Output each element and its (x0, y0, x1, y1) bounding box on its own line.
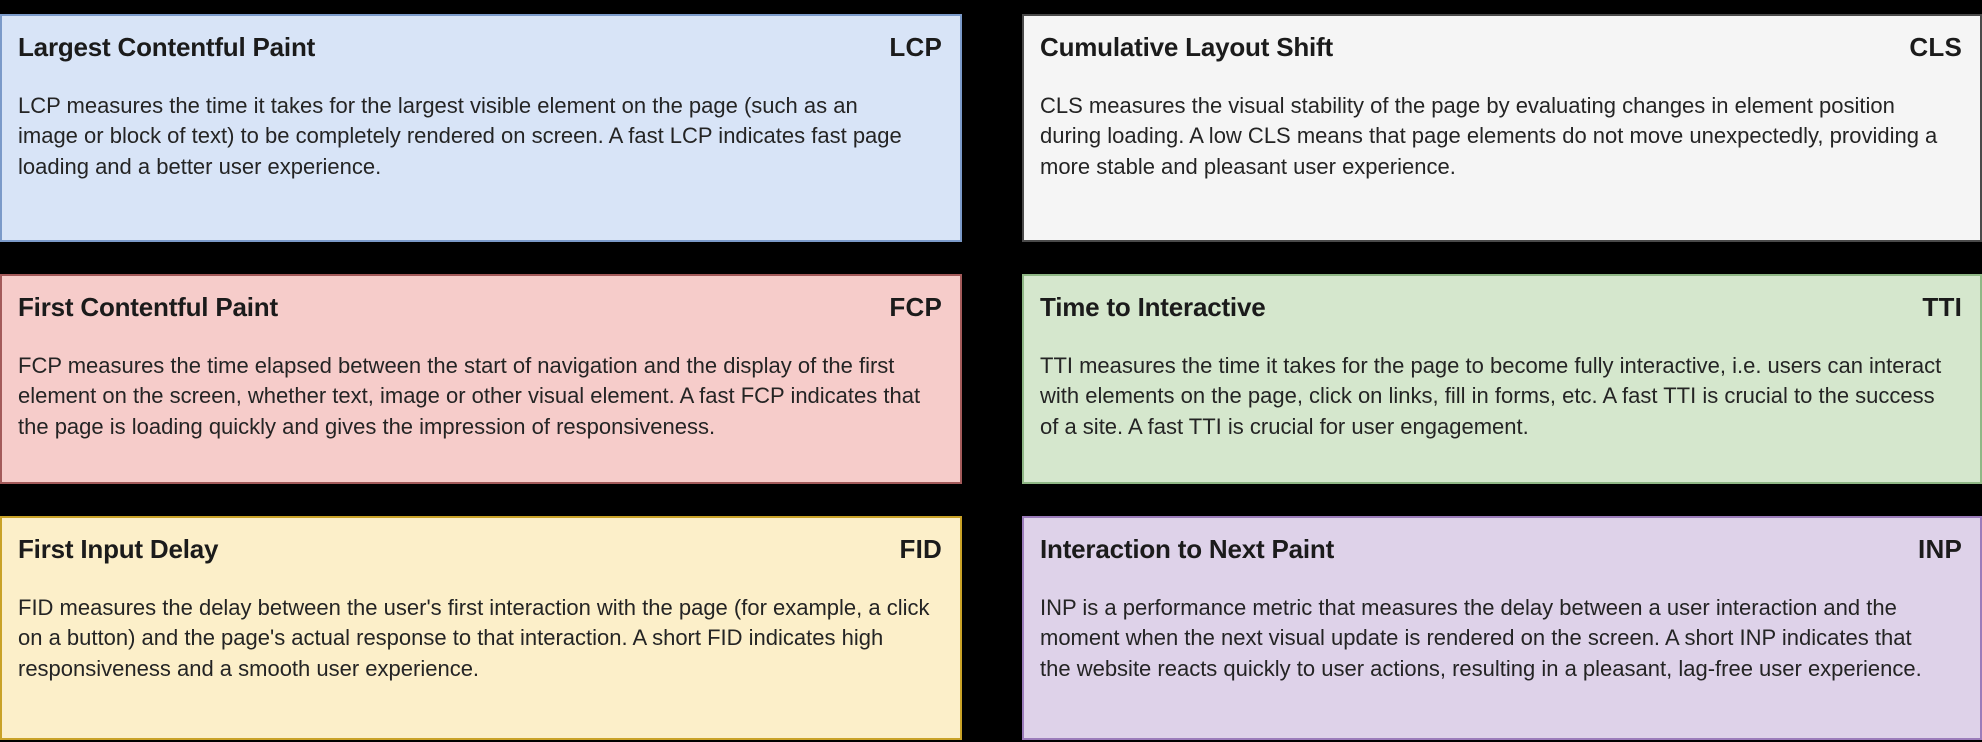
card-header-fcp: First Contentful Paint FCP (18, 292, 944, 323)
card-header-tti: Time to Interactive TTI (1040, 292, 1964, 323)
card-title-cls: Cumulative Layout Shift (1040, 32, 1333, 62)
card-description-lcp: LCP measures the time it takes for the l… (18, 93, 902, 179)
metric-card-cls: Cumulative Layout Shift CLS CLS measures… (1022, 14, 1982, 242)
card-description-cls: CLS measures the visual stability of the… (1040, 93, 1938, 179)
card-description-fid: FID measures the delay between the user'… (18, 595, 930, 681)
card-abbr-cls: CLS (1909, 32, 1962, 62)
card-description-inp: INP is a performance metric that measure… (1040, 595, 1922, 681)
metric-card-tti: Time to Interactive TTI TTI measures the… (1022, 274, 1982, 484)
metric-card-lcp: Largest Contentful Paint LCP LCP measure… (0, 14, 962, 242)
card-abbr-tti: TTI (1922, 292, 1962, 322)
card-abbr-lcp: LCP (889, 32, 942, 62)
card-title-fid: First Input Delay (18, 534, 219, 564)
card-abbr-fcp: FCP (889, 292, 942, 322)
card-title-lcp: Largest Contentful Paint (18, 32, 316, 62)
card-title-tti: Time to Interactive (1040, 292, 1266, 322)
metric-card-fcp: First Contentful Paint FCP FCP measures … (0, 274, 962, 484)
card-description-tti: TTI measures the time it takes for the p… (1040, 353, 1942, 439)
card-title-inp: Interaction to Next Paint (1040, 534, 1335, 564)
card-abbr-inp: INP (1918, 534, 1962, 564)
metric-card-inp: Interaction to Next Paint INP INP is a p… (1022, 516, 1982, 740)
card-header-lcp: Largest Contentful Paint LCP (18, 32, 944, 63)
card-header-inp: Interaction to Next Paint INP (1040, 534, 1964, 565)
card-description-fcp: FCP measures the time elapsed between th… (18, 353, 921, 439)
card-title-fcp: First Contentful Paint (18, 292, 278, 322)
card-header-cls: Cumulative Layout Shift CLS (1040, 32, 1964, 63)
card-abbr-fid: FID (899, 534, 942, 564)
card-header-fid: First Input Delay FID (18, 534, 944, 565)
metric-card-fid: First Input Delay FID FID measures the d… (0, 516, 962, 740)
